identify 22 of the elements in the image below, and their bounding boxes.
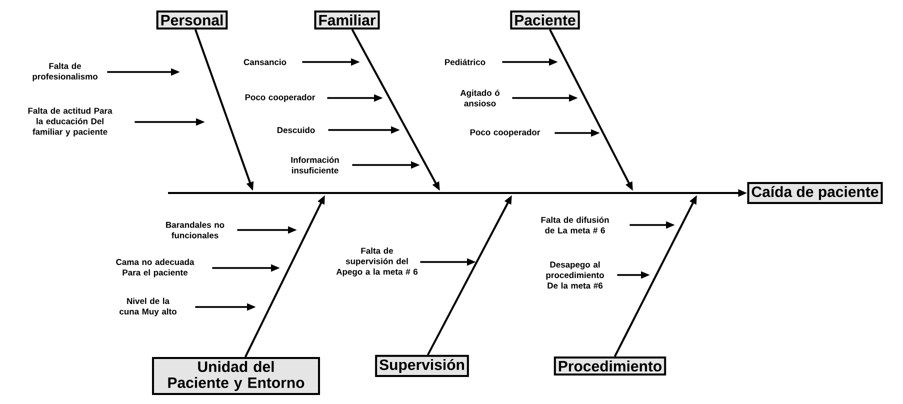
cause-text: Poco cooperador bbox=[245, 94, 316, 102]
cause-text: Pediátrico bbox=[445, 58, 486, 66]
category-box: Unidad del Paciente y Entorno bbox=[152, 357, 320, 395]
cause-text: Información insuficiente bbox=[291, 156, 339, 174]
cause-text: Falta de difusión de La meta # 6 bbox=[541, 216, 609, 234]
cause-text: Nivel de la cuna Muy alto bbox=[120, 298, 176, 316]
category-box: Supervisión bbox=[375, 354, 469, 378]
cause-text: Falta de actitud Para la educación Del familiar y paciente bbox=[28, 108, 112, 136]
cause-text: Cama no adecuada Para el paciente bbox=[116, 258, 194, 278]
cause-text: Desapego al procedimiento De la meta #6 bbox=[546, 261, 604, 289]
cause-text: Agitado ó ansioso bbox=[460, 90, 500, 106]
cause-text: Falta de profesionalismo bbox=[32, 62, 98, 82]
cause-text: Barandales no funcionales bbox=[166, 222, 224, 238]
cause-text: Descuido bbox=[277, 126, 315, 134]
cause-text: Falta de supervisión del Apego a la meta # 6 bbox=[336, 248, 418, 276]
cause-text: Poco cooperador bbox=[470, 129, 540, 137]
category-box: Familiar bbox=[314, 10, 380, 30]
category-box: Procedimiento bbox=[554, 356, 666, 376]
category-box: Paciente bbox=[510, 10, 580, 30]
category-box: Personal bbox=[156, 10, 228, 30]
effect-box: Caída de paciente bbox=[747, 182, 883, 204]
cause-text: Cansancio bbox=[244, 58, 286, 66]
